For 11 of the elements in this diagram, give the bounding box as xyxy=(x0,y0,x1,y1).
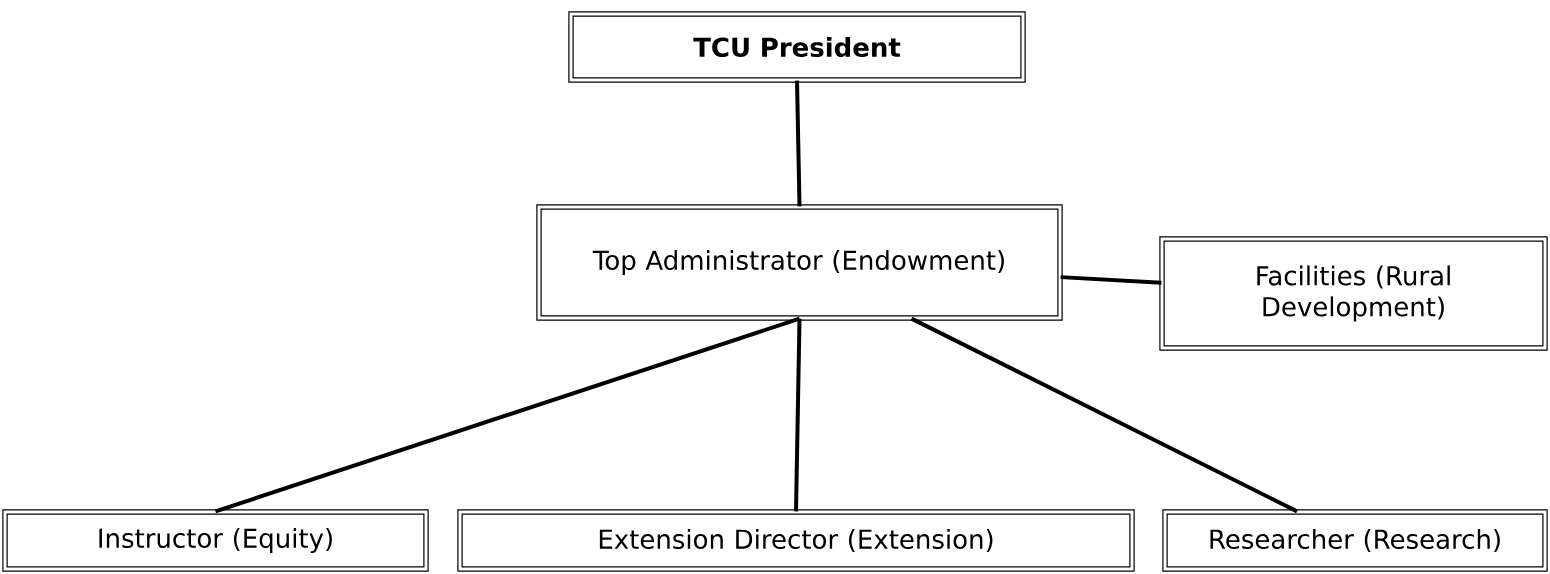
connector-line xyxy=(794,318,802,512)
role-box: Top Administrator (Endowment) xyxy=(536,204,1063,321)
connector-line xyxy=(795,80,802,207)
connector-line xyxy=(1060,275,1162,285)
title-box: TCU President xyxy=(568,11,1026,83)
connector-line xyxy=(214,316,801,514)
role-box: Extension Director (Extension) xyxy=(457,509,1135,572)
role-box: Instructor (Equity) xyxy=(2,509,429,572)
role-box: Researcher (Research) xyxy=(1162,509,1548,572)
role-box: Facilities (Rural Development) xyxy=(1159,236,1548,351)
connector-line xyxy=(910,316,1298,514)
